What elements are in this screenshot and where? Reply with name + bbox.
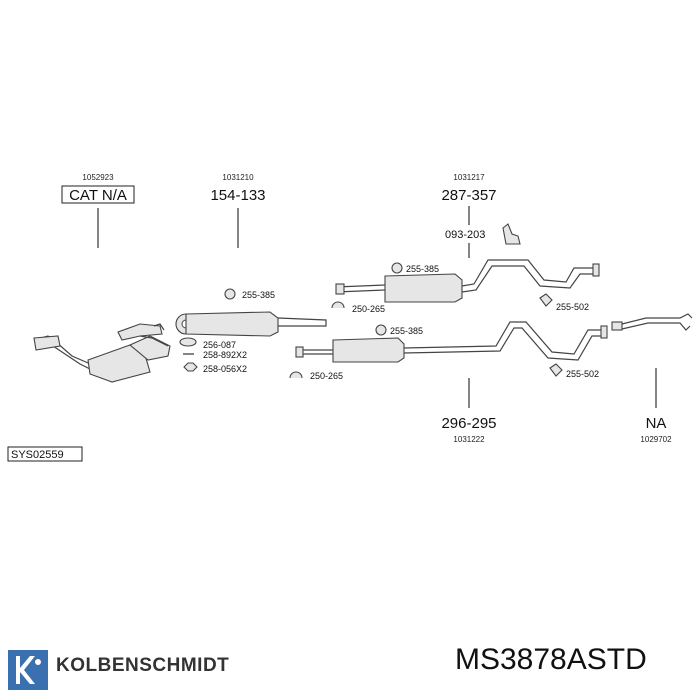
code-1031217: 1031217 <box>453 173 485 182</box>
label-154-133: 154-133 <box>210 187 265 204</box>
svg-text:250-265: 250-265 <box>310 371 343 381</box>
code-1031210: 1031210 <box>222 173 254 182</box>
svg-text:255-385: 255-385 <box>242 290 275 300</box>
middle-muffler-icon <box>384 273 463 303</box>
front-flange-icon <box>33 335 61 351</box>
gasket-icon <box>179 337 197 347</box>
kolbenschmidt-logo-icon <box>8 650 48 690</box>
clamp-250-265-a: 250-265 <box>331 301 385 314</box>
tail-pipe <box>611 313 693 331</box>
label-093-203: 093-203 <box>445 229 485 241</box>
cat-label-box <box>61 185 135 204</box>
svg-text:255-502: 255-502 <box>556 302 589 312</box>
rubber-hanger-icon <box>391 262 403 274</box>
code-1052923: 1052923 <box>82 173 114 182</box>
label-258-892: 258-892X2 <box>203 350 247 360</box>
rear-section-upper <box>335 259 600 303</box>
hanger-255-502-b: 255-502 <box>549 363 599 379</box>
label-258-056: 258-056X2 <box>203 364 247 374</box>
label-287-357: 287-357 <box>441 187 496 204</box>
clamp-icon <box>331 301 345 309</box>
front-pipe-assembly <box>33 323 171 383</box>
svg-text:255-502: 255-502 <box>566 369 599 379</box>
svg-text:250-265: 250-265 <box>352 304 385 314</box>
clamp-icon <box>289 371 303 379</box>
rear-section-lower <box>295 321 608 363</box>
label-cat-na: CAT N/A <box>69 187 127 204</box>
label-256-087: 256-087 <box>203 340 236 350</box>
bracket-icon <box>539 293 553 307</box>
brand-name: KOLBENSCHMIDT <box>56 655 230 676</box>
rubber-hanger-icon <box>375 324 387 336</box>
bracket-icon <box>549 363 563 377</box>
system-code: SYS02559 <box>11 449 64 461</box>
label-na: NA <box>646 415 667 432</box>
bracket-icon <box>502 223 521 245</box>
nut-icon <box>183 362 198 372</box>
hanger-255-385-c: 255-385 <box>375 324 423 336</box>
code-1031222: 1031222 <box>453 435 485 444</box>
hanger-255-385-a: 255-385 <box>224 288 275 300</box>
hanger-255-502-a: 255-502 <box>539 293 589 312</box>
label-296-295: 296-295 <box>441 415 496 432</box>
svg-text:255-385: 255-385 <box>406 264 439 274</box>
code-1029702: 1029702 <box>640 435 672 444</box>
rear-muffler-icon <box>332 337 405 363</box>
part-number: MS3878ASTD <box>455 643 647 676</box>
system-code-box <box>7 446 83 462</box>
rubber-hanger-icon <box>224 288 236 300</box>
hanger-255-385-b: 255-385 <box>391 262 439 274</box>
front-muffler <box>175 311 327 337</box>
svg-text:255-385: 255-385 <box>390 326 423 336</box>
clamp-250-265-b: 250-265 <box>289 371 343 381</box>
